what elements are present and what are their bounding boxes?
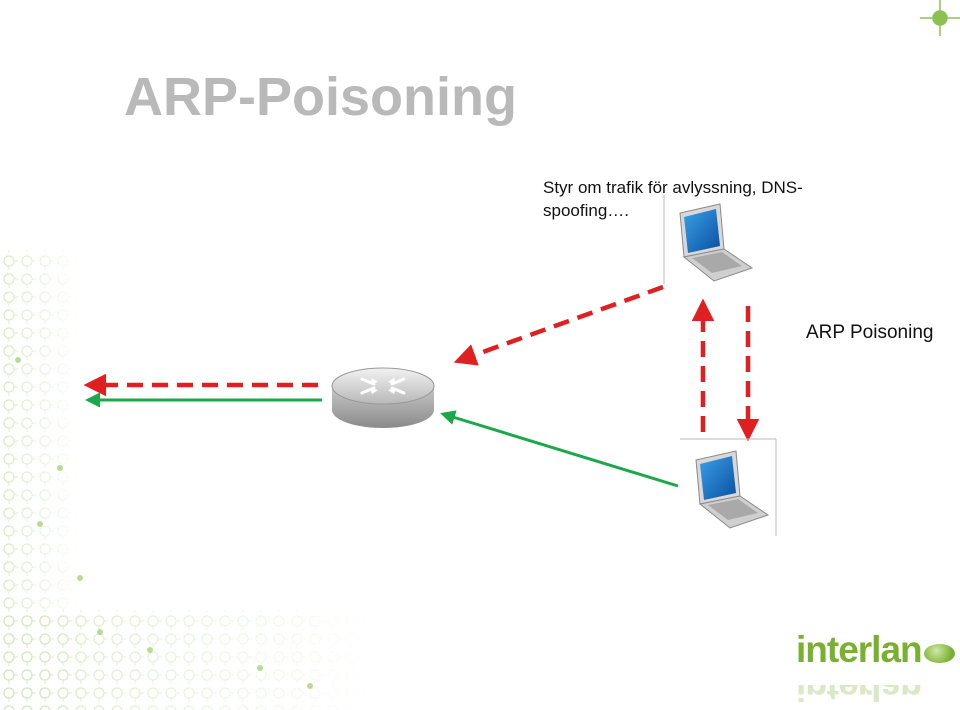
arrow-attacker-to-router (453, 284, 664, 366)
slide-subtitle: Styr om trafik för avlyssning, DNS-spoof… (543, 178, 803, 220)
laptop-icon (663, 195, 754, 284)
decorative-dot-pattern (0, 250, 380, 710)
logo-reflection: interlan (796, 667, 922, 708)
arrow-victim-to-router (440, 410, 679, 488)
router-icon (331, 367, 435, 428)
logo-text: interlan (796, 629, 923, 670)
decorative-dots-accent (15, 357, 313, 689)
crosshair-icon (920, 0, 960, 36)
interlan-logo: interlan interlan (796, 630, 960, 692)
slide-title: ARP-Poisoning (124, 67, 517, 127)
arp-poisoning-label: ARP Poisoning (806, 322, 934, 343)
logo-globe-icon (924, 644, 955, 663)
laptop-icon-victim (680, 438, 777, 536)
